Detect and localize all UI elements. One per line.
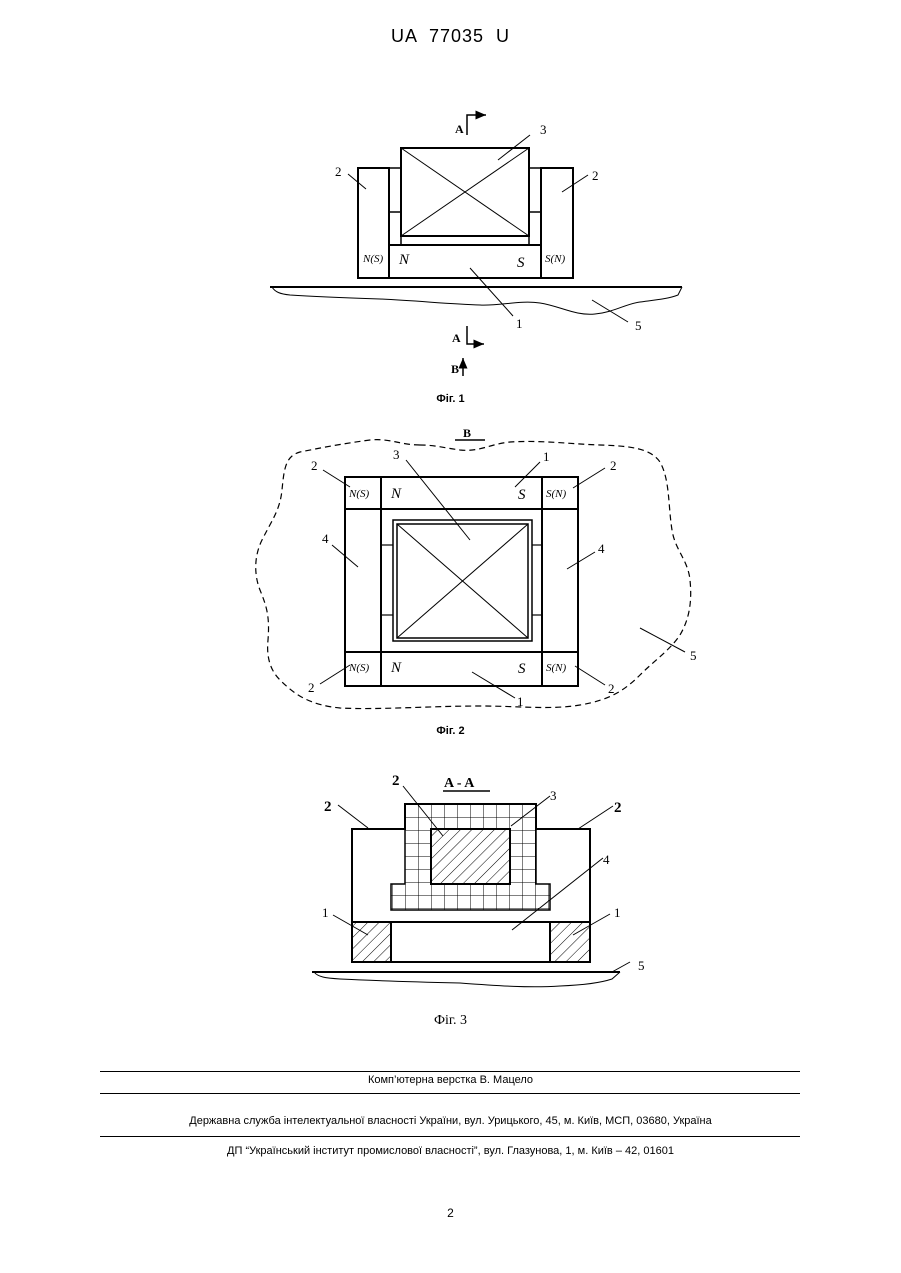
footer-agency: Державна служба інтелектуальної власност… [0, 1115, 901, 1127]
fig3-bar-left [352, 922, 391, 962]
footer-rule-1 [100, 1071, 800, 1072]
fig3-plate [391, 922, 550, 962]
fig3-label-inner: 2 [392, 773, 400, 789]
fig3-bar-right [550, 922, 590, 962]
footer-rule-2 [100, 1093, 800, 1094]
fig3-label-load: 3 [550, 788, 557, 803]
page-number: 2 [0, 1206, 901, 1220]
fig3-label-surface: 5 [638, 958, 645, 973]
fig3-label-plate: 4 [603, 852, 610, 867]
fig3-label-left: 2 [324, 799, 332, 815]
fig3-label-bar-left: 1 [322, 905, 329, 920]
fig3-caption: Фіг. 3 [0, 1013, 901, 1029]
footer-rule-3 [100, 1136, 800, 1137]
fig3-label-right: 2 [614, 800, 622, 816]
fig3-label-bar-right: 1 [614, 905, 621, 920]
fig3-section-title: A - A [444, 776, 475, 791]
footer-layout-credit: Комп’ютерна верстка В. Мацело [0, 1074, 901, 1086]
fig3-surface [312, 972, 620, 987]
footer-institute: ДП “Український інститут промислової вла… [0, 1145, 901, 1157]
figure-3: A - A 2 2 2 3 4 1 1 5 [0, 0, 901, 1010]
